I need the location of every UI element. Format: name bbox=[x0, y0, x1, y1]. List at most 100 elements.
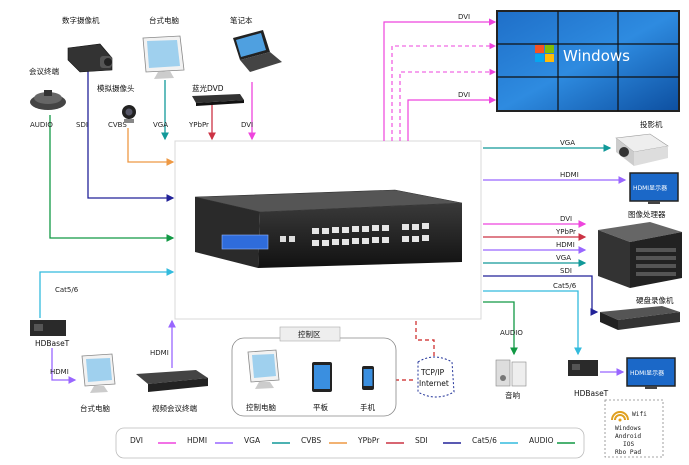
hdbaset-right-icon bbox=[568, 360, 598, 376]
analog-camera-label: 模拟摄像头 bbox=[97, 83, 135, 93]
label-vga-proc: VGA bbox=[556, 254, 571, 262]
label-dvi-proc: DVI bbox=[560, 215, 572, 223]
desktop-pc-bottom-label: 台式电脑 bbox=[80, 403, 110, 413]
legend-label: HDMI bbox=[187, 436, 207, 445]
label-hdmi-proc: HDMI bbox=[556, 241, 575, 249]
laptop-icon bbox=[233, 30, 282, 72]
legend: DVI HDMI VGA CVBS YPbPr SDI Cat5/6 AUDIO bbox=[130, 436, 575, 445]
wifi-os-ios: IOS bbox=[623, 441, 634, 448]
label-audio: AUDIO bbox=[30, 121, 53, 129]
wire-sdi-dvr bbox=[483, 275, 599, 316]
digital-camera-icon bbox=[67, 43, 113, 73]
wire-audio-conf bbox=[49, 115, 175, 242]
wire-dvi-wall-3 bbox=[399, 68, 497, 141]
windows-logo-icon bbox=[535, 45, 554, 62]
desktop-pc-icon bbox=[142, 35, 185, 79]
phone-label: 手机 bbox=[360, 402, 375, 412]
legend-label: YPbPr bbox=[357, 436, 380, 445]
wifi-os-android: Android bbox=[615, 433, 641, 440]
digital-camera-label: 数字摄像机 bbox=[62, 15, 100, 25]
matrix-switcher bbox=[194, 189, 463, 268]
label-cat-dvr: Cat5/6 bbox=[553, 282, 577, 290]
speaker-label: 音响 bbox=[505, 390, 520, 400]
wire-cat-right bbox=[483, 290, 582, 356]
label-ypbpr: YPbPr bbox=[188, 121, 209, 129]
wifi-os-rbopad: Rbo Pad bbox=[615, 449, 641, 456]
tablet-label: 平板 bbox=[313, 402, 328, 412]
label-vga: VGA bbox=[153, 121, 168, 129]
legend-label: AUDIO bbox=[529, 436, 554, 445]
hdmi-display-bottom-label: HDMI显示器 bbox=[630, 370, 664, 377]
speaker-icon bbox=[495, 359, 527, 387]
projector-icon bbox=[615, 133, 669, 166]
control-pc-label: 控制电脑 bbox=[246, 402, 276, 412]
wire-dvi-wall-4 bbox=[407, 96, 497, 141]
wire-tcpip bbox=[415, 321, 435, 357]
desktop-pc-top-label: 台式电脑 bbox=[149, 15, 179, 25]
dvr-icon bbox=[600, 306, 680, 330]
phone-icon bbox=[362, 366, 374, 390]
wifi-title: Wifi bbox=[632, 411, 647, 418]
analog-camera-icon bbox=[122, 105, 136, 123]
video-conf-terminal-label: 视频会议终端 bbox=[152, 403, 197, 413]
legend-label: Cat5/6 bbox=[472, 436, 497, 445]
legend-label: DVI bbox=[130, 436, 143, 445]
dvr-label: 硬盘录像机 bbox=[636, 295, 674, 305]
label-dvi-wall-1: DVI bbox=[458, 13, 470, 21]
label-hdmi-left: HDMI bbox=[50, 368, 69, 376]
wire-dvi-wall-1 bbox=[383, 18, 497, 141]
legend-box bbox=[115, 427, 585, 459]
control-zone-label: 控制区 bbox=[298, 329, 321, 339]
projector-label: 投影机 bbox=[640, 119, 663, 129]
conference-terminal-icon bbox=[30, 90, 66, 110]
image-processor-icon bbox=[598, 222, 682, 288]
hdbaset-left-label: HDBaseT bbox=[35, 339, 70, 348]
internet-cloud-icon bbox=[417, 356, 455, 398]
wire-cat-left bbox=[39, 268, 175, 318]
wire-dvi-wall-2 bbox=[391, 42, 497, 141]
hdmi-display-top-label: HDMI显示器 bbox=[633, 185, 667, 192]
bluray-dvd-icon bbox=[192, 94, 244, 106]
network-line2: Internet bbox=[419, 379, 449, 388]
lcd-screen bbox=[221, 234, 269, 250]
label-hdmi-display: HDMI bbox=[560, 171, 579, 179]
control-pc-icon bbox=[247, 349, 280, 389]
conference-terminal-label: 会议终端 bbox=[29, 66, 59, 76]
label-ypbpr-proc: YPbPr bbox=[555, 228, 576, 236]
label-hdmi-vconf: HDMI bbox=[150, 349, 169, 357]
hdbaset-left-icon bbox=[30, 320, 66, 336]
network-line1: TCP/IP bbox=[420, 368, 445, 377]
video-conf-terminal-icon bbox=[136, 370, 208, 392]
wifi-icon bbox=[611, 411, 629, 422]
tablet-icon bbox=[312, 362, 332, 392]
image-processor-label: 图像处理器 bbox=[628, 209, 666, 219]
hdbaset-right-label: HDBaseT bbox=[574, 389, 609, 398]
wire-cvbs-cam bbox=[127, 128, 175, 166]
desktop-pc-bottom-icon bbox=[81, 353, 116, 393]
wifi-os-windows: Windows bbox=[615, 425, 641, 432]
wire-sdi-camera bbox=[87, 70, 175, 202]
wifi-box: Wifi Windows Android IOS Rbo Pad bbox=[604, 399, 664, 458]
legend-label: VGA bbox=[244, 436, 261, 445]
label-cat-left: Cat5/6 bbox=[55, 286, 79, 294]
wire-audio-speaker bbox=[483, 301, 518, 356]
legend-label: CVBS bbox=[301, 436, 321, 445]
label-sdi: SDI bbox=[76, 121, 88, 129]
bluray-dvd-label: 蓝光DVD bbox=[192, 83, 224, 93]
label-dvi-wall-2: DVI bbox=[458, 91, 470, 99]
legend-label: SDI bbox=[415, 436, 428, 445]
control-zone-tab bbox=[279, 326, 341, 342]
label-dvi: DVI bbox=[241, 121, 253, 129]
wire-hdmi-left bbox=[51, 348, 77, 384]
windows-text: Windows bbox=[563, 47, 630, 65]
label-cvbs: CVBS bbox=[108, 121, 127, 129]
video-wall: Windows bbox=[496, 10, 680, 112]
hdmi-display-bottom-icon: HDMI显示器 bbox=[626, 357, 676, 389]
hdmi-display-top-icon: HDMI显示器 bbox=[629, 172, 679, 204]
label-vga-projector: VGA bbox=[560, 139, 575, 147]
laptop-label: 笔记本 bbox=[230, 15, 253, 25]
label-audio-speaker: AUDIO bbox=[500, 329, 523, 337]
label-sdi-dvr: SDI bbox=[560, 267, 572, 275]
